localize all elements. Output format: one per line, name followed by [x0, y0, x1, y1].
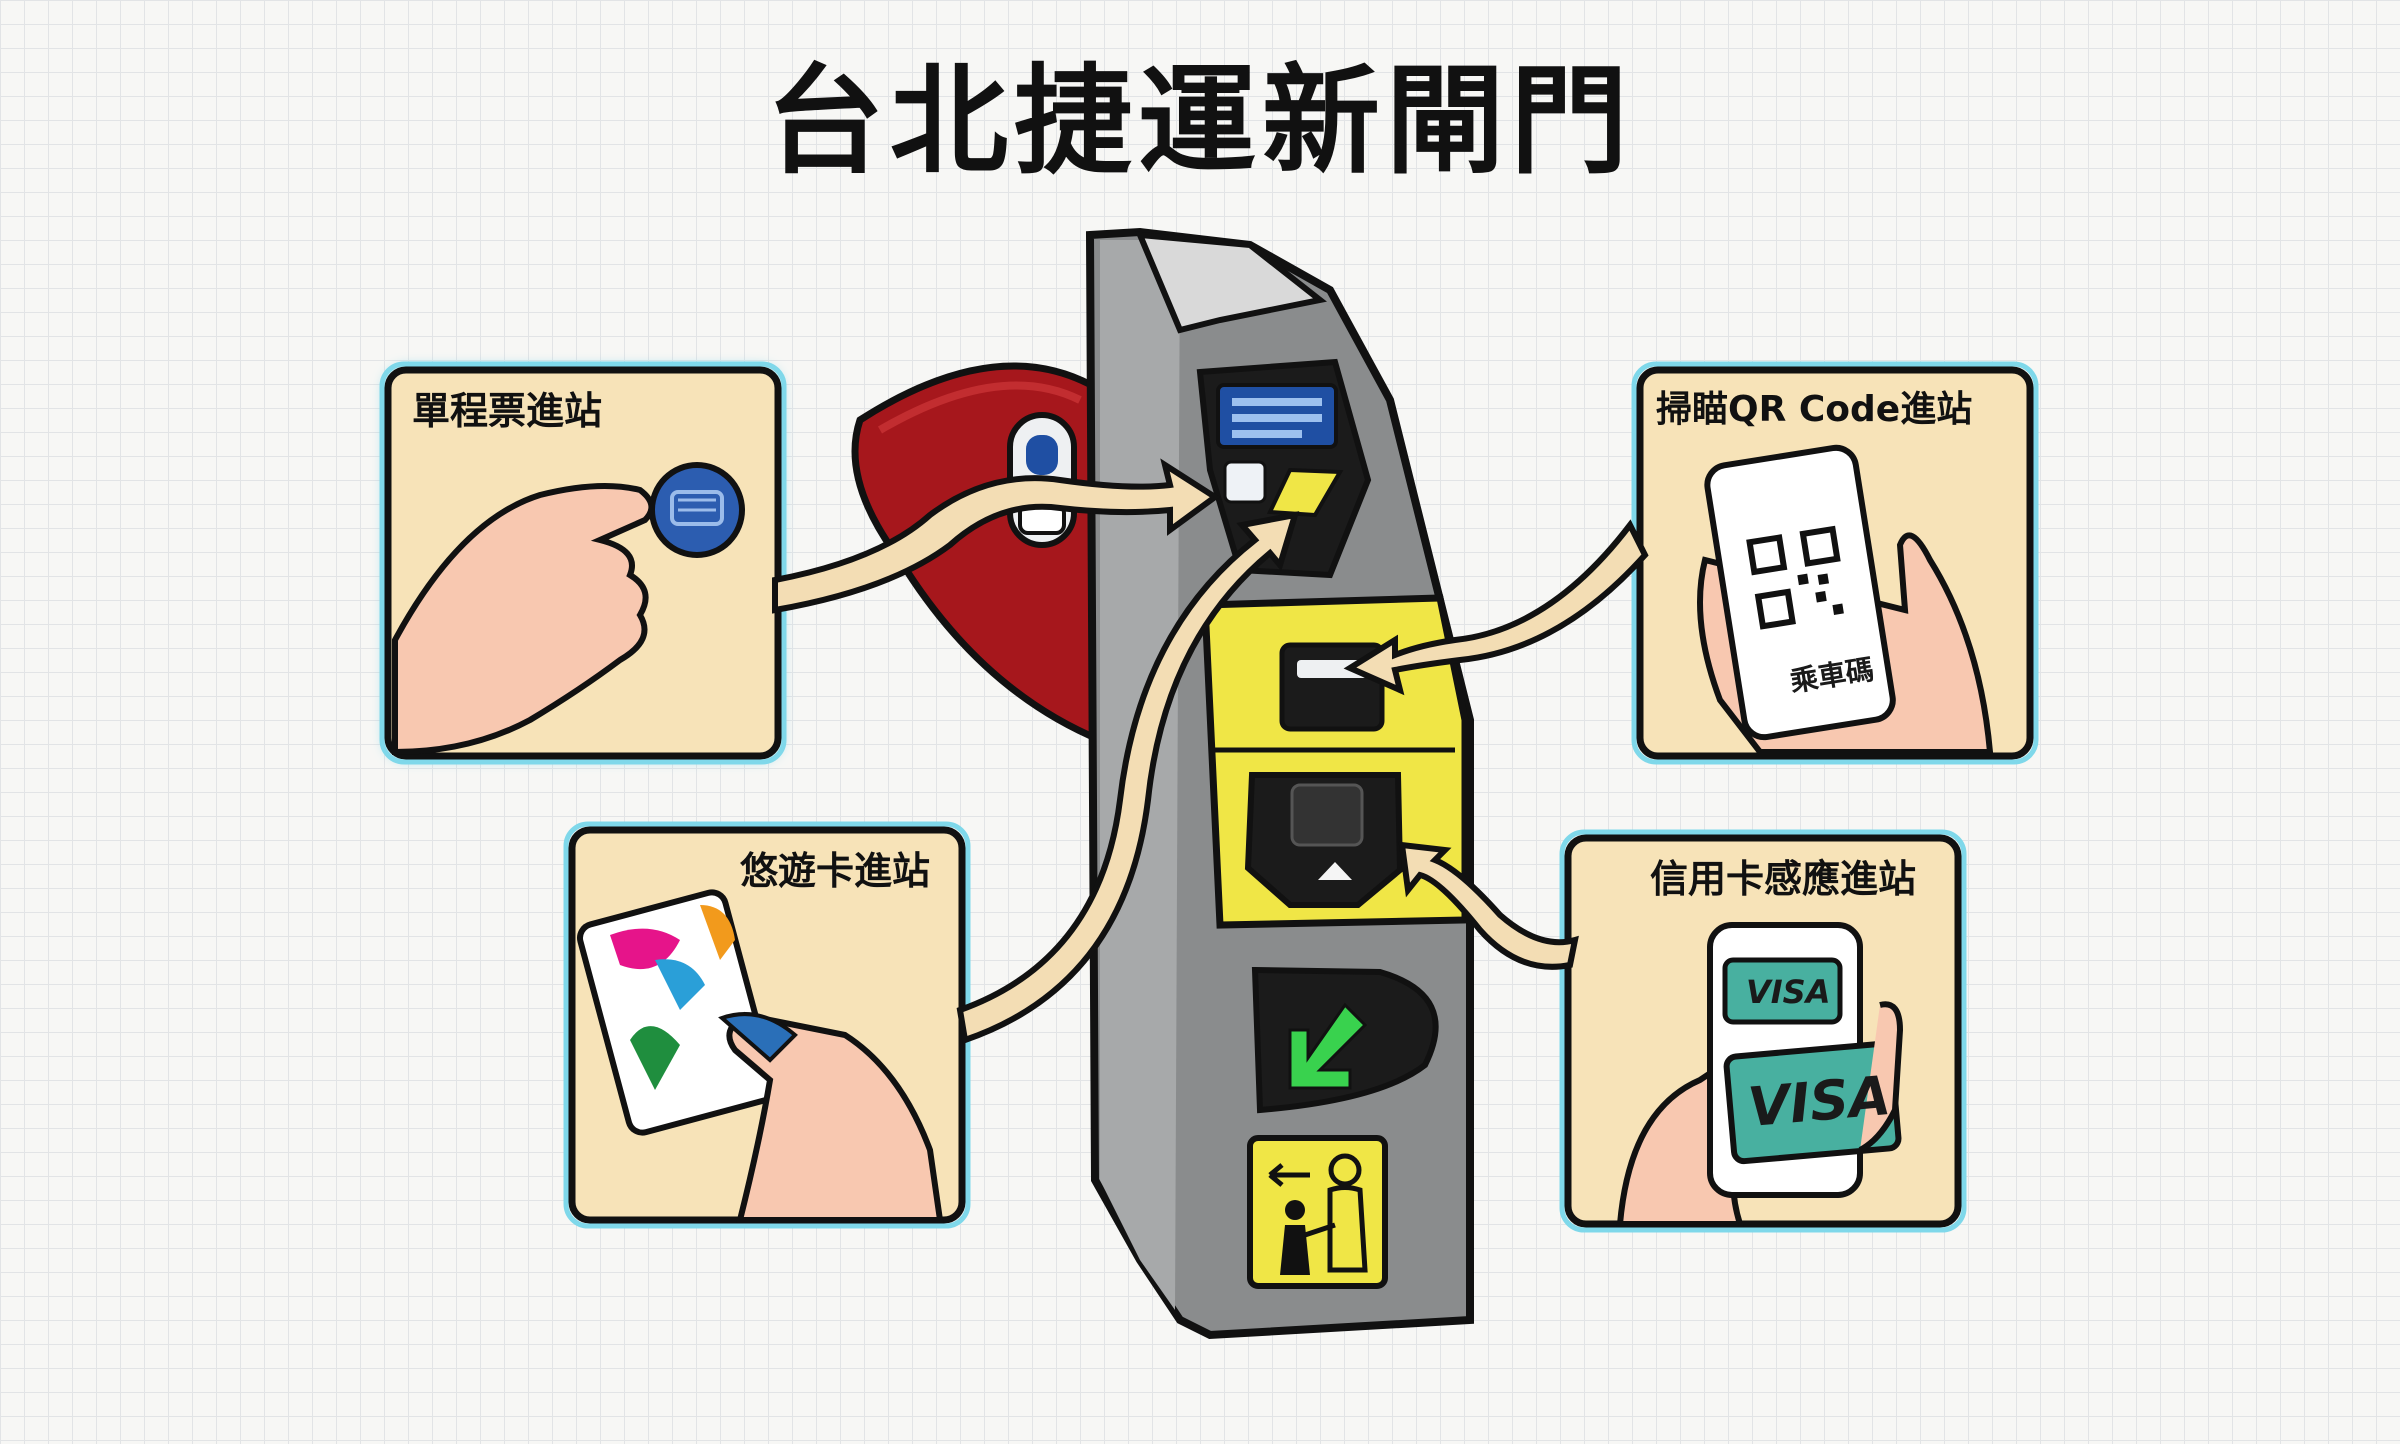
label-qr-code: 掃瞄QR Code進站	[1656, 389, 1973, 430]
arrow-qr-code	[1343, 519, 1649, 696]
visa-label-top: VISA	[1746, 973, 1831, 1011]
qr-code-icon	[1746, 525, 1844, 630]
phone	[1704, 444, 1896, 741]
easycard-art	[577, 889, 944, 1223]
qr-code-art	[1697, 444, 1994, 755]
check-arrow-icon	[1288, 1002, 1368, 1090]
arrow-single-ticket	[772, 458, 1221, 614]
page-title: 台北捷運新閘門	[765, 52, 1634, 190]
label-easycard: 悠遊卡進站	[740, 849, 931, 893]
arrow-easycard	[956, 511, 1300, 1044]
visa-card-icon	[1722, 957, 1843, 1025]
arrow-credit-card	[1398, 841, 1579, 970]
single-ticket-art	[392, 462, 745, 756]
credit-card-art	[1616, 922, 1904, 1227]
label-credit-card: 信用卡感應進站	[1650, 857, 1917, 901]
visa-label-bottom: VISA	[1745, 1063, 1894, 1140]
label-single-ticket: 單程票進站	[412, 389, 603, 433]
